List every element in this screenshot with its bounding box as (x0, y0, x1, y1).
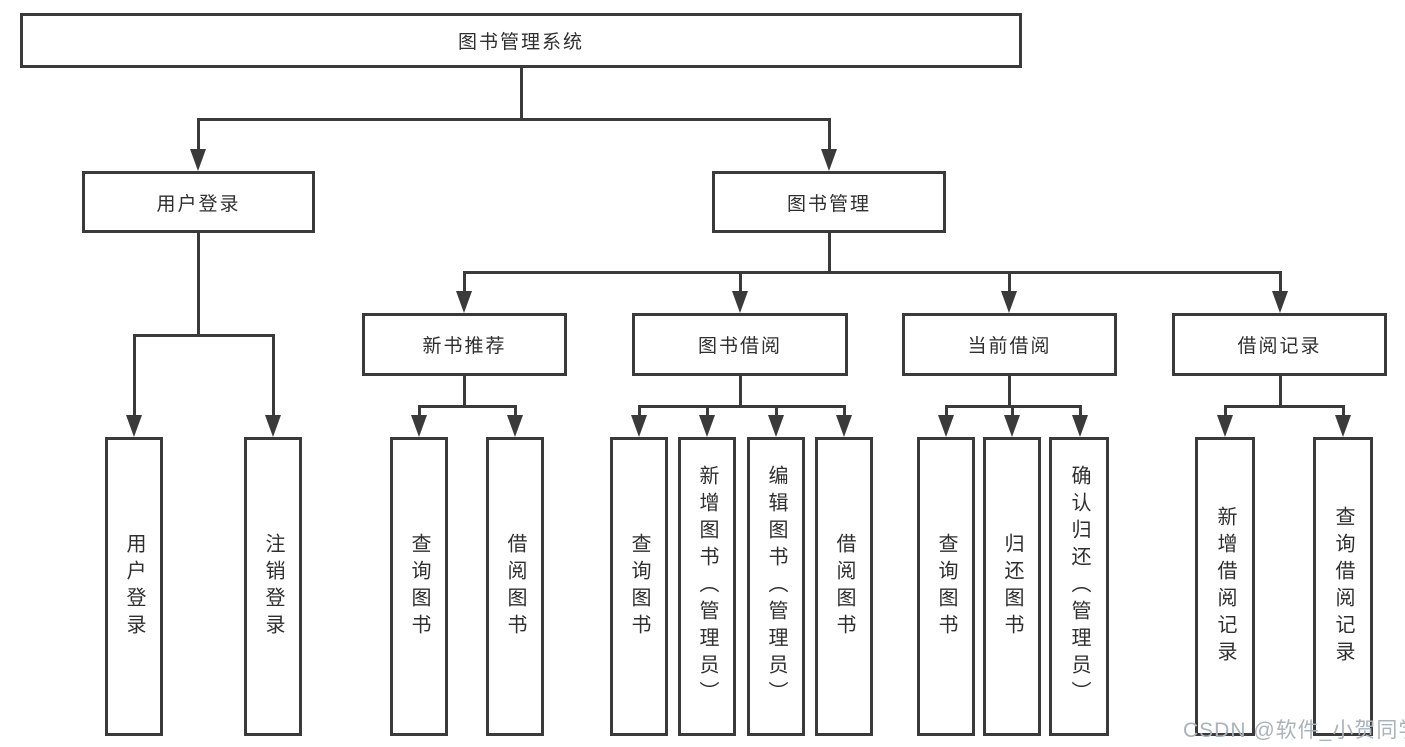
arrow-down-icon (836, 415, 852, 437)
arrow-down-icon (732, 291, 748, 313)
arrow-down-icon (631, 415, 647, 437)
leaf-label: 借阅图书 (833, 532, 855, 641)
tree-connector-line (739, 271, 742, 293)
leaf-label: 新增借阅记录 (1214, 505, 1236, 668)
leaf-label: 借阅图书 (504, 532, 526, 641)
tree-connector-line (1279, 376, 1282, 407)
node-new-book-recommend: 新书推荐 (362, 313, 567, 376)
tree-connector-line (197, 233, 200, 336)
leaf-query-books-recommend: 查询图书 (390, 437, 448, 736)
arrow-down-icon (126, 415, 142, 437)
leaf-query-books-current: 查询图书 (917, 437, 975, 736)
arrow-down-icon (411, 415, 427, 437)
arrow-down-icon (456, 291, 472, 313)
tree-connector-line (638, 405, 641, 419)
leaf-label: 查询图书 (628, 532, 650, 641)
node-label: 图书管理系统 (457, 32, 584, 53)
node-current-borrow: 当前借阅 (902, 313, 1117, 376)
node-label: 图书管理 (786, 193, 871, 215)
leaf-edit-book-admin: 编辑图书（管理员） (747, 437, 805, 736)
arrow-down-icon (1001, 291, 1017, 313)
node-book-borrow: 图书借阅 (632, 313, 848, 376)
tree-connector-line (463, 271, 466, 293)
tree-connector-line (739, 376, 742, 407)
node-label: 当前借阅 (967, 336, 1052, 357)
tree-connector-line (197, 118, 831, 121)
arrow-down-icon (507, 415, 523, 437)
node-library-system: 图书管理系统 (20, 13, 1022, 68)
tree-connector-line (1079, 405, 1082, 419)
leaf-borrow-books: 借阅图书 (815, 437, 873, 736)
arrow-down-icon (768, 415, 784, 437)
node-borrow-records: 借阅记录 (1172, 313, 1387, 376)
node-label: 新书推荐 (422, 336, 507, 357)
node-label: 用户登录 (156, 193, 241, 215)
tree-connector-line (638, 405, 846, 408)
tree-connector-line (828, 233, 831, 273)
leaf-label: 确认归还（管理员） (1068, 465, 1090, 708)
tree-connector-line (775, 405, 778, 419)
tree-connector-line (197, 118, 200, 151)
leaf-label: 查询图书 (408, 532, 430, 641)
tree-connector-line (1279, 271, 1282, 293)
tree-connector-line (520, 68, 523, 121)
leaf-label: 查询图书 (935, 532, 957, 641)
arrow-down-icon (938, 415, 954, 437)
leaf-label: 新增图书（管理员） (696, 465, 718, 708)
tree-connector-line (1008, 271, 1011, 293)
tree-connector-line (418, 405, 517, 408)
leaf-user-login: 用户登录 (105, 437, 163, 736)
node-label: 图书借阅 (697, 336, 782, 357)
leaf-add-book-admin: 新增图书（管理员） (678, 437, 736, 736)
node-label: 借阅记录 (1237, 336, 1322, 357)
tree-connector-line (1342, 405, 1345, 419)
leaf-add-borrow-record: 新增借阅记录 (1195, 437, 1255, 736)
node-book-management: 图书管理 (712, 171, 946, 233)
arrow-down-icon (699, 415, 715, 437)
leaf-query-borrow-record: 查询借阅记录 (1313, 437, 1373, 736)
arrow-down-icon (265, 415, 281, 437)
tree-connector-line (1224, 405, 1227, 419)
leaf-label: 归还图书 (1001, 532, 1023, 641)
arrow-down-icon (1272, 291, 1288, 313)
tree-connector-line (706, 405, 709, 419)
tree-connector-line (463, 376, 466, 407)
arrow-down-icon (1335, 415, 1351, 437)
tree-connector-line (418, 405, 421, 419)
tree-connector-line (1224, 405, 1345, 408)
arrow-down-icon (190, 149, 206, 171)
leaf-return-books: 归还图书 (983, 437, 1041, 736)
tree-connector-line (843, 405, 846, 419)
leaf-label: 用户登录 (123, 532, 145, 641)
arrow-down-icon (1072, 415, 1088, 437)
leaf-label: 注销登录 (262, 532, 284, 641)
tree-connector-line (272, 334, 275, 417)
arrow-down-icon (1217, 415, 1233, 437)
watermark-text: CSDN @软件_小贺同学 (1183, 719, 1405, 742)
tree-connector-line (1011, 405, 1014, 419)
leaf-label: 编辑图书（管理员） (765, 465, 787, 708)
leaf-label: 查询借阅记录 (1332, 505, 1354, 668)
arrow-down-icon (821, 149, 837, 171)
tree-connector-line (133, 334, 275, 337)
tree-connector-line (945, 405, 948, 419)
tree-connector-line (133, 334, 136, 417)
tree-connector-line (463, 271, 1282, 274)
arrow-down-icon (1004, 415, 1020, 437)
tree-connector-line (828, 118, 831, 151)
tree-connector-line (1008, 376, 1011, 407)
node-user-login: 用户登录 (82, 171, 315, 233)
leaf-logout: 注销登录 (244, 437, 302, 736)
tree-connector-line (514, 405, 517, 419)
leaf-query-books-borrow: 查询图书 (610, 437, 668, 736)
leaf-borrow-books-recommend: 借阅图书 (486, 437, 544, 736)
leaf-confirm-return-admin: 确认归还（管理员） (1049, 437, 1109, 736)
